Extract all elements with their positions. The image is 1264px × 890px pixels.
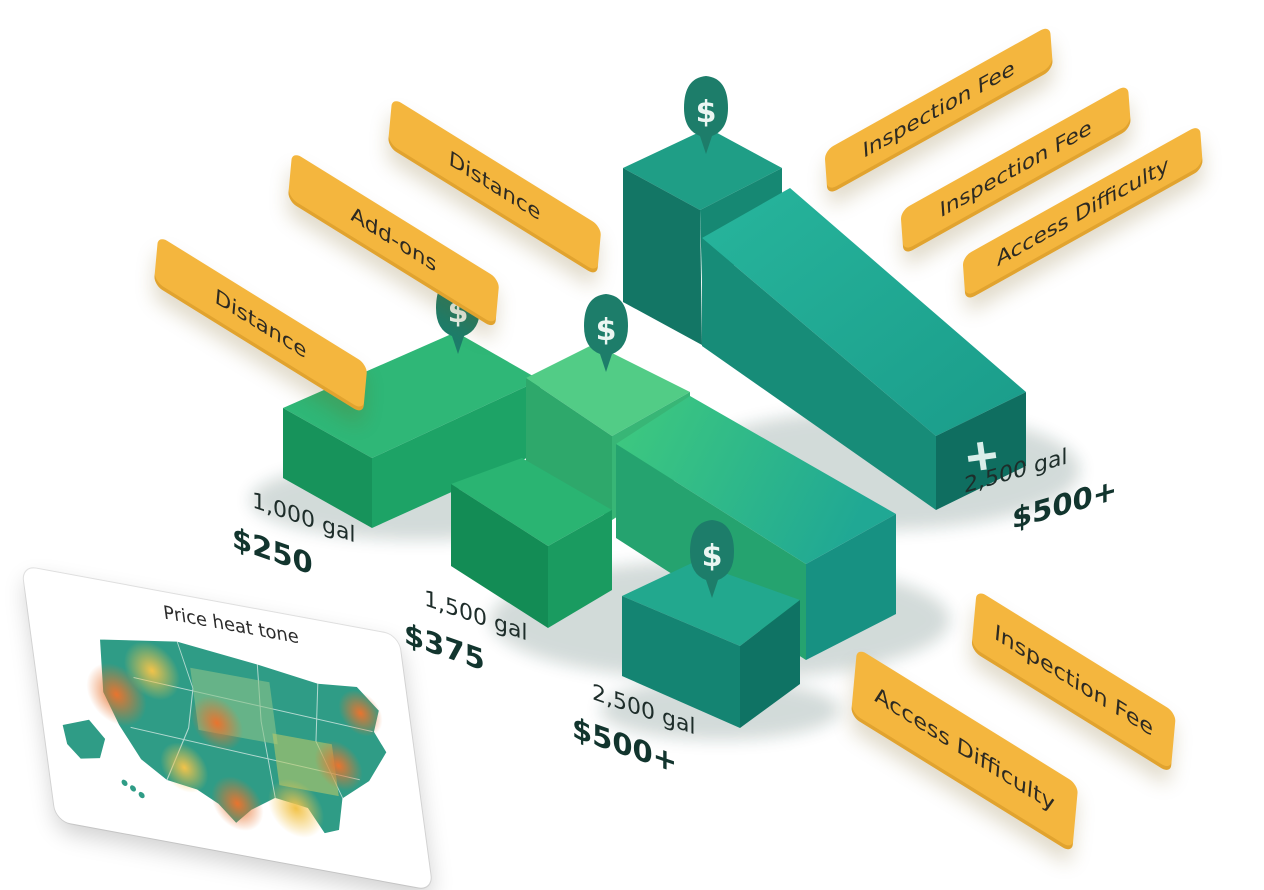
- svg-text:$: $: [702, 539, 723, 574]
- bar-tier-3: [622, 562, 800, 728]
- us-heat-map: [62, 638, 388, 838]
- plus-icon: [967, 441, 997, 471]
- isometric-price-scene: $ $ $ $: [250, 76, 1080, 740]
- svg-text:$: $: [696, 95, 717, 130]
- bar-tier-1: [283, 332, 540, 528]
- dollar-pin-icon: $: [690, 520, 734, 598]
- svg-text:$: $: [596, 313, 617, 348]
- dollar-pin-icon: $: [584, 294, 628, 372]
- dollar-pin-icon: $: [684, 76, 728, 154]
- bar-tier-2: [451, 458, 612, 628]
- price-heat-map-card: Price heat tone: [22, 566, 433, 890]
